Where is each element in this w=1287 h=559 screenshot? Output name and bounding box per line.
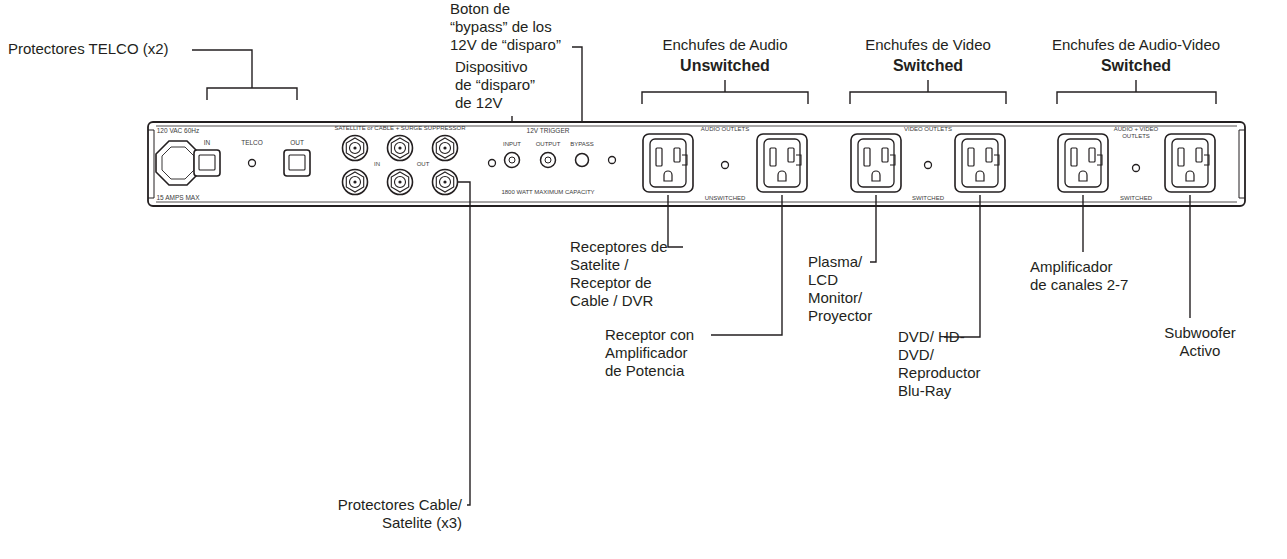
- group-heading: Enchufes de Audio-Video: [1036, 36, 1236, 54]
- chassis: [148, 122, 1245, 206]
- callout-label: Protectores Cable/ Satelite (x3): [327, 496, 462, 532]
- callout-label: Receptor con Amplificador de Potencia: [605, 326, 705, 380]
- screw: [249, 157, 1140, 172]
- callout-label: Dispositivo de “disparo” de 12V: [455, 58, 543, 112]
- panel-marking: OUTPUT: [531, 141, 565, 148]
- panel-marking: 120 VAC 60Hz: [146, 127, 210, 135]
- panel-marking: SATELLITE or CABLE + SURGE SUPPRESSOR: [325, 125, 475, 132]
- leader-line: [192, 47, 1216, 505]
- power-outlet: [643, 134, 1215, 192]
- panel-marking: AUDIO + VIDEO OUTLETS: [1112, 126, 1160, 140]
- group-heading: Enchufes de Audio: [625, 36, 825, 54]
- panel-marking: OUT: [413, 161, 433, 168]
- callout-label: DVD/ HD-DVD/ Reproductor Blu-Ray: [898, 328, 984, 400]
- group-heading: Unswitched: [625, 57, 825, 75]
- panel-marking: AUDIO OUTLETS: [700, 126, 750, 133]
- panel-marking: OUT: [285, 139, 309, 147]
- callout-label: Amplificador de canales 2-7: [1030, 258, 1130, 294]
- panel-marking: 15 AMPS MAX: [146, 194, 210, 202]
- panel-marking: IN: [195, 139, 219, 147]
- panel-marking: BYPASS: [566, 141, 598, 148]
- group-heading: Switched: [833, 57, 1023, 75]
- callout-label: Protectores TELCO (x2): [8, 40, 193, 58]
- callout-label: Boton de “bypass” de los 12V de “disparo…: [450, 0, 568, 54]
- trigger-jack: [505, 153, 589, 168]
- panel-marking: IN: [367, 161, 387, 168]
- panel-marking: UNSWITCHED: [697, 195, 753, 202]
- telco-jack: [194, 150, 310, 176]
- panel-marking: VIDEO OUTLETS: [904, 126, 952, 133]
- callout-label: Receptores de Satelite / Receptor de Cab…: [570, 238, 678, 310]
- panel-marking: INPUT: [497, 141, 527, 148]
- coax-connector: [343, 136, 458, 195]
- panel-marking: 1800 WATT MAXIMUM CAPACITY: [488, 189, 608, 196]
- callout-label: Subwoofer Activo: [1158, 324, 1243, 360]
- group-heading: Enchufes de Video: [833, 36, 1023, 54]
- callout-label: Plasma/ LCD Monitor/ Proyector: [808, 253, 872, 325]
- panel-marking: 12V TRIGGER: [518, 127, 578, 135]
- panel-marking: SWITCHED: [903, 195, 953, 202]
- panel-marking: TELCO: [235, 139, 269, 147]
- panel-marking: SWITCHED: [1111, 195, 1161, 202]
- group-heading: Switched: [1036, 57, 1236, 75]
